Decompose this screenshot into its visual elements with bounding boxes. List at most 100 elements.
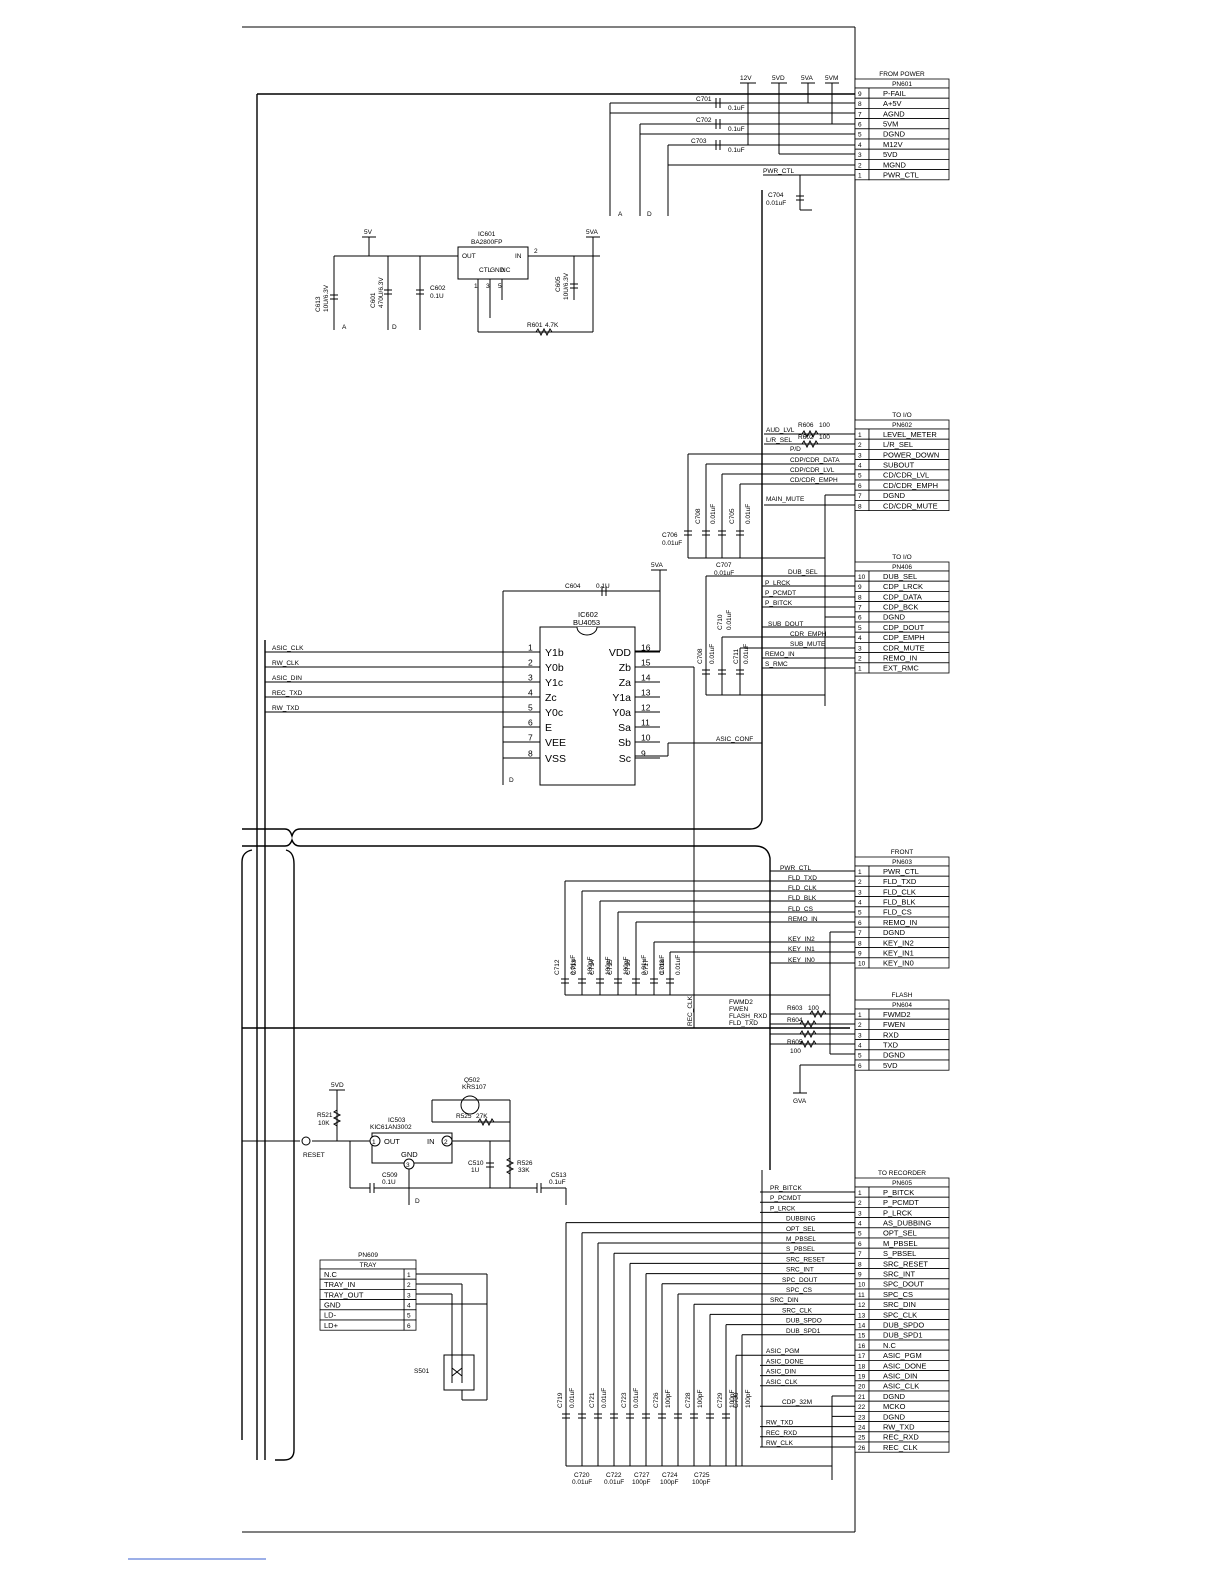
ic602-left-pin-label: VEE <box>545 737 566 749</box>
ic602-left-pin-number: 8 <box>528 749 533 759</box>
pn605-pin-number: 22 <box>858 1404 866 1411</box>
pn605-pin-number: 18 <box>858 1363 866 1370</box>
cap-605-value: 0.01uF <box>633 1388 640 1408</box>
pn604-pin-label: FWEN <box>883 1020 905 1029</box>
pn601-pin-label: MGND <box>883 160 906 169</box>
pn604-title: FLASH <box>892 992 913 999</box>
pn406-pin-number: 6 <box>858 615 862 622</box>
pn601-pin-number: 3 <box>858 152 862 159</box>
net-flash-rxd: FLASH_RXD <box>729 1013 768 1020</box>
pn604-pin-label: DGND <box>883 1051 906 1060</box>
pn602-pin-number: 5 <box>858 473 862 480</box>
ic602-right-pin-label: Sc <box>619 753 631 765</box>
net-main-mute: MAIN_MUTE <box>766 496 805 503</box>
net-pwr-ctl-b: PWR_CTL <box>780 865 811 872</box>
c707-label: C707 <box>716 562 732 569</box>
net-p-bitck: P_BITCK <box>765 600 793 607</box>
pn609-pin-number: 4 <box>407 1303 411 1310</box>
net-s-rmc: S_RMC <box>765 661 788 668</box>
ic602-part: BU4053 <box>573 618 600 627</box>
pn605-pin-label: DGND <box>883 1392 906 1401</box>
cap-605-bottom-label: C725 <box>694 1472 710 1479</box>
pn603-pin-label: KEY_IN1 <box>883 949 914 958</box>
pn602-pin-label: L/R_SEL <box>883 440 913 449</box>
s501-label: S501 <box>414 1368 430 1375</box>
net-fld-clk: FLD_CLK <box>788 885 817 892</box>
ic503-gnd: GND <box>401 1150 418 1159</box>
pn603-pin-number: 7 <box>858 930 862 937</box>
pn609-pin-label: LD+ <box>324 1321 339 1330</box>
pn602-pin-number: 8 <box>858 503 862 510</box>
ic503-out: OUT <box>384 1137 400 1146</box>
cap-605-label: C723 <box>621 1392 628 1408</box>
cap-605-value: 100pF <box>697 1390 704 1408</box>
cap-603-value: 100pF <box>587 957 594 975</box>
c711-value: 0.01uF <box>743 644 750 664</box>
c701-value: 0.1uF <box>728 105 745 112</box>
pn602-pin-number: 6 <box>858 483 862 490</box>
cap-603-label: C718 <box>659 959 666 975</box>
pn605-pin-number: 2 <box>858 1200 862 1207</box>
pn601-pin-label: DGND <box>883 130 906 139</box>
pn603-pin-label: FLD_BLK <box>883 898 916 907</box>
cap-603-value: 100pF <box>605 957 612 975</box>
pn604-pin-label: RXD <box>883 1030 899 1039</box>
pn605-net-label: OPT_SEL <box>786 1226 816 1233</box>
pn605-net-label: DUB_SPDO <box>786 1318 822 1325</box>
pn602-pin-label: DGND <box>883 491 906 500</box>
cap-605-bottom-value: 100pF <box>660 1479 678 1486</box>
c705-label: C705 <box>729 508 736 524</box>
pn602-pn406-nets: AUD_LVL L/R_SEL P/D CDP/CDR_DATA CDP/CDR… <box>662 422 855 706</box>
pn603-pin-label: FLD_TXD <box>883 877 917 886</box>
ic503-part: KIC61AN3002 <box>370 1124 412 1131</box>
c704-label: C704 <box>768 192 784 199</box>
pn406-pin-number: 9 <box>858 584 862 591</box>
c513-label: C513 <box>551 1172 567 1179</box>
pn605-net-label: M_PBSEL <box>786 1236 816 1243</box>
pn605-pin-label: RW_TXD <box>883 1423 915 1432</box>
ic602-left-pin-label: Y0c <box>545 707 563 719</box>
net-cdp-cdr-lvl: CDP/CDR_LVL <box>790 467 835 474</box>
pn605-pin-label: M_PBSEL <box>883 1239 918 1248</box>
bus-lines <box>241 93 855 1461</box>
pn603-pin-number: 5 <box>858 910 862 917</box>
net-pwr-ctl-a: PWR_CTL <box>763 168 794 175</box>
ic602-left-pin-number: 3 <box>528 673 533 683</box>
cap-605-label: C721 <box>589 1392 596 1408</box>
pn605-net-label: P_LRCK <box>770 1205 796 1212</box>
ic602-right-pin-label: Sa <box>618 722 631 734</box>
ic602-name: IC602 <box>578 610 598 619</box>
pn603-pin-number: 4 <box>858 900 862 907</box>
pn604-name: PN604 <box>892 1002 912 1009</box>
pn406-pin-number: 3 <box>858 645 862 652</box>
ic601-pin1: 1 <box>474 283 478 290</box>
pn604-pin-number: 5 <box>858 1053 862 1060</box>
cap-603-value: 0.01uF <box>675 955 682 975</box>
pn604-pin-row: 5 DGND <box>854 1049 950 1061</box>
pn605-net-lines: PR_BITCKP_PCMDTP_LRCKDUBBINGOPT_SELM_PBS… <box>565 1170 855 1480</box>
pn604-pin-number: 4 <box>858 1043 862 1050</box>
